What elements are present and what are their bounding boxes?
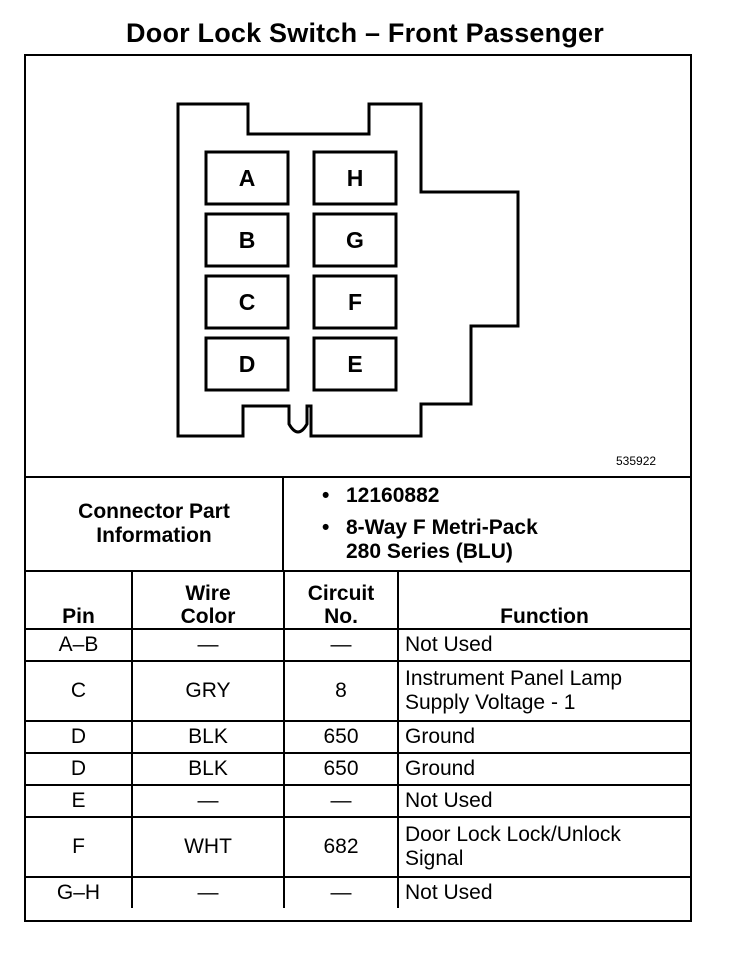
bullet-icon: • <box>322 516 330 539</box>
cell-pin: F <box>26 816 133 878</box>
cell-circuit: — <box>283 784 399 818</box>
cell-function: Ground <box>397 752 690 786</box>
pin-label-h: H <box>347 165 364 191</box>
cell-wire-color: BLK <box>131 752 285 786</box>
connector-type: 8-Way F Metri-Pack 280 Series (BLU) <box>346 516 538 564</box>
pin-cavity-h <box>312 150 398 206</box>
cell-function: Instrument Panel Lamp Supply Voltage - 1 <box>397 660 690 722</box>
cell-circuit: 8 <box>283 660 399 722</box>
cell-pin: C <box>26 660 133 722</box>
pin-label-g: G <box>346 227 364 253</box>
cell-wire-color: — <box>131 876 285 908</box>
cell-pin: A–B <box>26 628 133 662</box>
pin-label-f: F <box>348 289 362 315</box>
connector-diagram: A B C D H G F E 535922 <box>26 56 690 476</box>
bullet-icon: • <box>322 484 330 507</box>
pin-cavity-b <box>204 212 290 268</box>
cell-wire-color: — <box>131 628 285 662</box>
pinout-table: Pin Wire Color Circuit No. Function A–B … <box>26 572 690 908</box>
cell-function: Not Used <box>397 784 690 818</box>
connector-info-label: Connector Part Information <box>26 478 284 570</box>
pin-cavity-g <box>312 212 398 268</box>
cell-pin: E <box>26 784 133 818</box>
pin-label-e: E <box>347 351 362 377</box>
pin-cavity-d <box>204 336 290 392</box>
pin-label-b: B <box>239 227 256 253</box>
cell-function: Not Used <box>397 876 690 908</box>
part-number: 12160882 <box>346 484 440 507</box>
pin-label-d: D <box>239 351 256 377</box>
table-header-row: Pin Wire Color Circuit No. Function <box>26 572 690 630</box>
table-row: D BLK 650 Ground <box>26 752 690 786</box>
pin-cavity-e <box>312 336 398 392</box>
connector-info-values: • 12160882 • 8-Way F Metri-Pack 280 Seri… <box>284 478 690 570</box>
table-row: D BLK 650 Ground <box>26 720 690 754</box>
connector-part-info: Connector Part Information • 12160882 • … <box>26 476 690 572</box>
table-row: C GRY 8 Instrument Panel Lamp Supply Vol… <box>26 660 690 722</box>
cell-wire-color: BLK <box>131 720 285 754</box>
table-row: F WHT 682 Door Lock Lock/Unlock Signal <box>26 816 690 878</box>
cell-circuit: — <box>283 628 399 662</box>
cell-pin: D <box>26 720 133 754</box>
cell-function: Door Lock Lock/Unlock Signal <box>397 816 690 878</box>
figure-number: 535922 <box>616 454 657 468</box>
cell-pin: G–H <box>26 876 133 908</box>
table-row: A–B — — Not Used <box>26 628 690 662</box>
cell-circuit: — <box>283 876 399 908</box>
pin-cavity-c <box>204 274 290 330</box>
cell-function: Ground <box>397 720 690 754</box>
connector-outline-svg: A B C D H G F E <box>176 102 520 438</box>
pin-label-c: C <box>239 289 256 315</box>
pin-cavity-f <box>312 274 398 330</box>
cell-circuit: 650 <box>283 752 399 786</box>
header-pin: Pin <box>26 572 133 630</box>
cell-wire-color: GRY <box>131 660 285 722</box>
header-function: Function <box>397 572 690 630</box>
cell-circuit: 650 <box>283 720 399 754</box>
header-circuit-no: Circuit No. <box>283 572 399 630</box>
cell-wire-color: WHT <box>131 816 285 878</box>
pin-cavity-a <box>204 150 290 206</box>
connector-housing-outline <box>176 102 520 438</box>
cell-circuit: 682 <box>283 816 399 878</box>
page-title: Door Lock Switch – Front Passenger <box>126 18 604 48</box>
cell-pin: D <box>26 752 133 786</box>
cell-function: Not Used <box>397 628 690 662</box>
pin-label-a: A <box>239 165 256 191</box>
table-row: G–H — — Not Used <box>26 876 690 908</box>
table-row: E — — Not Used <box>26 784 690 818</box>
header-wire-color: Wire Color <box>131 572 285 630</box>
cell-wire-color: — <box>131 784 285 818</box>
